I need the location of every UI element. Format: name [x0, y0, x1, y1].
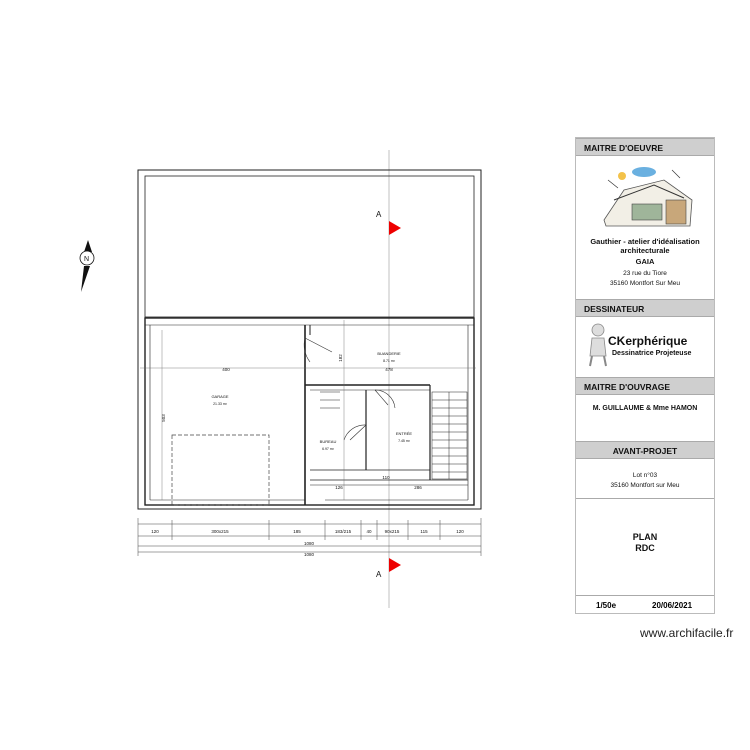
door-bureau [343, 424, 367, 441]
plan-title: PLAN [632, 532, 658, 542]
chain-dim: 115 [420, 529, 428, 534]
maitre-oeuvre-header: MAITRE D'OEUVRE [576, 138, 714, 156]
dim-503: 503 [161, 414, 166, 422]
chain-dim: 120 [456, 529, 464, 534]
door-entree [374, 389, 396, 409]
architect-name: Gauthier - atelier d'idéalisation archit… [590, 237, 700, 255]
dessinateur-logo-line2: Dessinatrice Projeteuse [612, 350, 692, 357]
dimension-chain [137, 518, 482, 556]
architect-city: 35160 Montfort Sur Meu [609, 280, 681, 287]
total-dim-1: 1080 [304, 541, 315, 546]
section-arrow-top [389, 221, 401, 235]
staircase [431, 391, 468, 480]
room-bureau: BUREAU [320, 439, 337, 444]
dessinateur-header: DESSINATEUR [576, 299, 714, 317]
section-arrow-bottom [389, 558, 401, 572]
architect-short: GAIA [635, 257, 655, 266]
upper-slab [144, 175, 475, 318]
room-entree: ENTRÉE [396, 431, 413, 436]
north-label: N [84, 256, 89, 263]
scale: 1/50e [596, 601, 617, 610]
chain-dim: 300x215 [211, 529, 229, 534]
room-entree-area: 7.45 m² [398, 439, 411, 443]
north-arrow-icon [79, 240, 95, 292]
title-block: MAITRE D'OEUVRE Gauthier - atelier d'idé… [575, 137, 715, 614]
phase-header: AVANT-PROJET [576, 441, 714, 459]
chain-dim: 185 [293, 529, 301, 534]
room-bureau-area: 6.97 m² [322, 447, 335, 451]
dim-286: 286 [414, 485, 422, 490]
garage-door [171, 434, 270, 506]
chain-dim: 90x215 [385, 529, 400, 534]
architect-logo-icon [594, 160, 698, 232]
outer-frame [137, 169, 482, 510]
dessinateur-logo: CKerphérique Dessinatrice Projeteuse [586, 322, 706, 370]
chain-dim: 183/215 [335, 529, 352, 534]
room-garage-area: 21.33 m² [213, 402, 228, 406]
dim-182: 182 [338, 354, 343, 362]
client-name: M. GUILLAUME & Mme HAMON [592, 405, 698, 412]
dim-110: 110 [382, 475, 390, 480]
lot-city: 35160 Montfort sur Meu [610, 482, 680, 489]
figure-icon [589, 323, 607, 367]
dim-478: 478 [385, 367, 393, 372]
room-buanderie-area: 8.71 m² [383, 359, 396, 363]
room-buanderie: BUANDERIE [377, 351, 401, 356]
door-buanderie [303, 337, 333, 363]
lot-number: Lot n°03 [632, 472, 658, 479]
watermark: www.archifacile.fr [640, 626, 734, 640]
section-label-bottom: A [376, 570, 382, 579]
room-garage: GARAGE [211, 394, 228, 399]
title-footer: 1/50e 20/06/2021 [576, 595, 714, 616]
house-walls [144, 317, 475, 506]
maitre-ouvrage-header: MAITRE D'OUVRAGE [576, 377, 714, 395]
dim-400: 400 [222, 367, 230, 372]
section-label-top: A [376, 210, 382, 219]
dessinateur-logo-line1: CKerphérique [608, 334, 688, 348]
total-dim-2: 1080 [304, 552, 315, 557]
chain-dim: 40 [366, 529, 372, 534]
architect-street: 23 rue du Tiore [623, 270, 667, 277]
plan-sub: RDC [635, 543, 655, 553]
chain-dim: 120 [151, 529, 159, 534]
dim-126: 126 [335, 485, 343, 490]
date: 20/06/2021 [652, 601, 693, 610]
